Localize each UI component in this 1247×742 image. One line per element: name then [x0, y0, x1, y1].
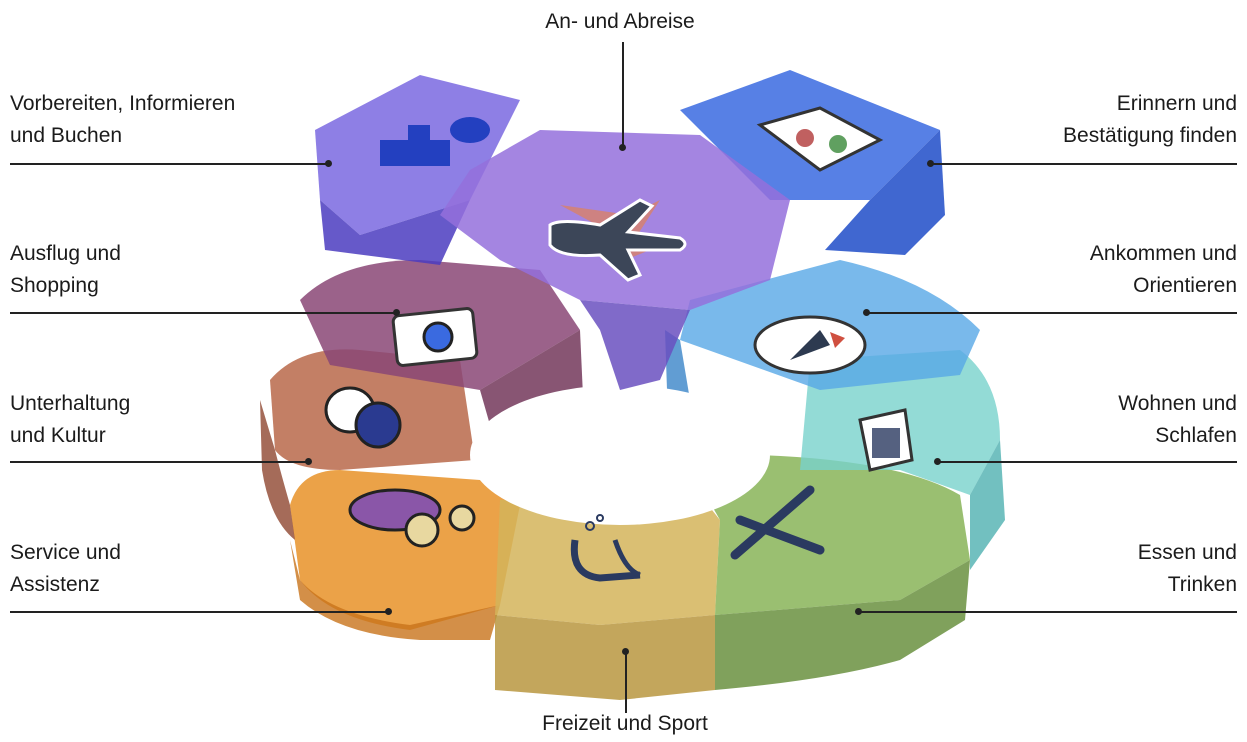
- theater-masks-icon: [324, 386, 402, 449]
- label-entertainment: Unterhaltung und Kultur: [10, 392, 131, 447]
- connector-memories: [930, 163, 1237, 165]
- connector-entertainment: [10, 461, 308, 463]
- ring: [260, 260, 1005, 700]
- info-icon: [380, 117, 490, 166]
- label-excursion: Ausflug und Shopping: [10, 242, 121, 297]
- connector-arrival-orientation: [866, 312, 1237, 314]
- connector-excursion: [10, 312, 395, 314]
- photo-book-icon: [756, 106, 884, 172]
- segment-food: [700, 455, 970, 615]
- bed-icon: [858, 408, 914, 472]
- label-memories: Erinnern und Bestätigung finden: [1063, 92, 1237, 147]
- connector-accommodation: [937, 461, 1237, 463]
- connector-dot-memories: [927, 160, 934, 167]
- connector-dot-service: [385, 608, 392, 615]
- label-arrival-orientation: Ankommen und Orientieren: [1089, 242, 1237, 297]
- cutlery-icon: [730, 485, 825, 560]
- connector-food: [858, 611, 1237, 613]
- connector-dot-excursion: [393, 309, 400, 316]
- connector-bottom: [625, 651, 627, 713]
- connector-dot-entertainment: [305, 458, 312, 465]
- label-accommodation: Wohnen und Schlafen: [1118, 392, 1237, 447]
- connector-dot-top: [619, 144, 626, 151]
- segment-leisure: [495, 495, 720, 625]
- connector-dot-preparation: [325, 160, 332, 167]
- connector-top: [622, 42, 624, 148]
- camera-icon: [391, 307, 479, 367]
- label-preparation: Vorbereiten, Informieren und Buchen: [10, 92, 236, 147]
- airplane-icon: [548, 198, 687, 282]
- connector-dot-arrival-orientation: [863, 309, 870, 316]
- people-icon: [348, 488, 476, 548]
- connector-service: [10, 611, 388, 613]
- label-arrival-departure: An- und Abreise: [545, 10, 695, 33]
- connector-dot-food: [855, 608, 862, 615]
- connector-preparation: [10, 163, 328, 165]
- label-service: Service und Assistenz: [10, 541, 121, 596]
- compass-icon: [753, 315, 867, 375]
- label-food: Essen und Trinken: [1137, 541, 1237, 596]
- snorkel-icon: [570, 514, 641, 582]
- label-leisure-sport: Freizeit und Sport: [542, 712, 708, 735]
- connector-dot-accommodation: [934, 458, 941, 465]
